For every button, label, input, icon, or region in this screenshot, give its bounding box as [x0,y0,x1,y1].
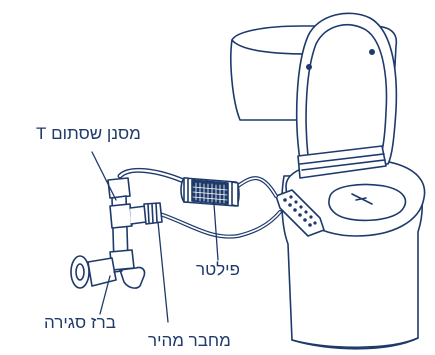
filter-cap-left [184,178,188,202]
leader-t-filter [92,152,116,200]
quick-connector-hose [160,212,280,237]
lid-hinge-dot-left [307,65,311,69]
leader-lines [92,152,218,322]
label-filter: פילטר [196,260,240,280]
label-t-filter: מסנן שסתום T [36,124,141,144]
inline-filter [181,178,239,206]
lid-hinge-dot-right [370,50,374,54]
t-valve-assembly [71,178,162,288]
quick-connector-hose-inner [160,212,280,237]
shutoff-valve-body [88,258,116,286]
shutoff-wall-flange [71,256,89,288]
label-shutoff-valve: ברז סגירה [44,313,116,333]
leader-filter [214,204,218,260]
t-valve-side-outlet [130,206,146,224]
t-valve-top-nut [108,178,130,198]
t-valve-body [110,204,132,228]
label-quick-connector: מחבר מהיר [148,331,231,351]
filter-cap-right [232,182,238,206]
shutoff-valve-handle-stem [114,271,122,272]
leader-quick-connector [158,222,168,322]
shutoff-valve-handle [120,267,145,288]
toilet-lid [297,13,397,164]
